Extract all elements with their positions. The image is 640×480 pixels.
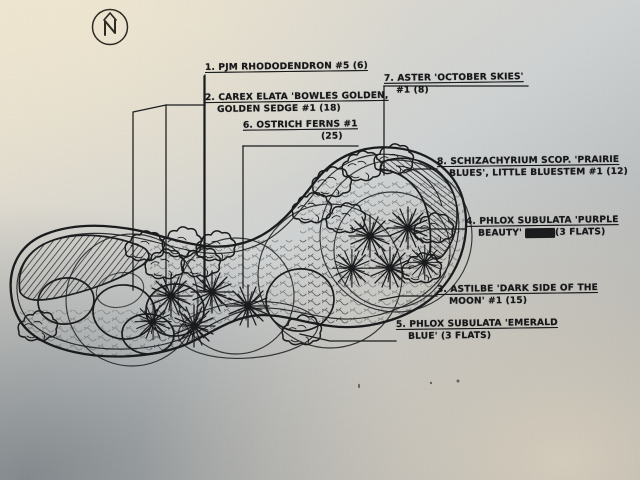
ink-specks [358,379,460,389]
plant-label-4: 4. PHLOX SUBULATA 'PURPLE BEAUTY' (3 FLA… [466,215,619,240]
plant-label-1-line1: 1. PJM RHODODENDRON #5 (6) [204,61,368,73]
north-arrow-icon [91,8,129,46]
leader-line-3 [379,295,438,301]
plant-label-5-line1: 5. PHLOX SUBULATA 'EMERALD [395,318,558,330]
plant-label-8-line2: BLUES', LITTLE BLUESTEM #1 (12) [449,166,628,179]
plant-label-8: 8. SCHIZACHYRIUM SCOP. 'PRAIRIE BLUES', … [437,155,628,180]
plant-label-1: 1. PJM RHODODENDRON #5 (6) [205,61,368,74]
plant-label-3-line2: MOON' #1 (15) [449,295,528,307]
plant-label-7-line2: #1 (8) [396,84,429,96]
leader-line-4 [413,228,467,235]
plant-label-2-line2: GOLDEN SEDGE #1 (18) [217,102,341,115]
leader-line-8 [403,168,438,174]
leader-line-5 [299,333,397,342]
plant-label-6-line1: 6. OSTRICH FERNS #1 [242,119,358,131]
plant-label-6: 6. OSTRICH FERNS #1 (25) [243,119,358,143]
plant-label-3-line1: 3. ASTILBE 'DARK SIDE OF THE [436,283,598,295]
plant-label-5-line2: BLUE' (3 FLATS) [408,330,492,342]
plant-label-7: 7. ASTER 'OCTOBER SKIES' #1 (8) [384,72,524,97]
plant-label-4-line2: BEAUTY' (3 FLATS) [466,227,619,240]
plant-label-4-line2-pre: BEAUTY' [478,227,526,239]
plant-label-4-crossed-out [525,228,556,237]
plant-label-3: 3. ASTILBE 'DARK SIDE OF THE MOON' #1 (1… [437,283,598,308]
north-arrow [86,2,134,50]
leader-lines [132,74,529,342]
plant-label-6-line2: (25) [320,130,343,142]
plant-label-4-line2-post: (3 FLATS) [555,226,606,238]
leader-line-2b [132,104,167,291]
plant-label-2-line1: 2. CAREX ELATA 'BOWLES GOLDEN, [204,90,389,104]
plant-label-2: 2. CAREX ELATA 'BOWLES GOLDEN, GOLDEN SE… [205,91,389,116]
plant-label-5: 5. PHLOX SUBULATA 'EMERALD BLUE' (3 FLAT… [396,318,558,343]
planting-zone-ostrich-ferns [18,234,150,301]
plant-label-7-line1: 7. ASTER 'OCTOBER SKIES' [383,72,524,84]
layout-guide-circles [65,159,473,367]
